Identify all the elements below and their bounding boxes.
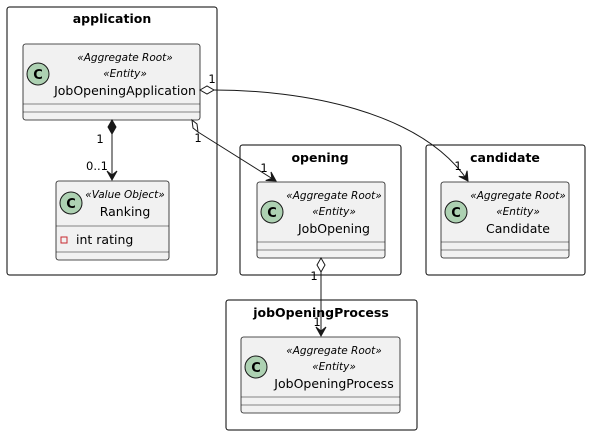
class-job-opening-application[interactable]: C «Aggregate Root» «Entity» JobOpeningAp…	[22, 43, 201, 121]
source-multiplicity: 1	[310, 269, 317, 283]
class-icon	[26, 62, 50, 86]
target-multiplicity: 1	[260, 161, 267, 175]
stereotype-label: «Entity»	[312, 206, 356, 218]
source-multiplicity: 1	[208, 72, 215, 86]
class-candidate[interactable]: C «Aggregate Root» «Entity» Candidate	[440, 181, 570, 259]
class-job-opening-process[interactable]: C «Aggregate Root» «Entity» JobOpeningPr…	[240, 336, 401, 414]
package-title: candidate	[470, 150, 540, 165]
attribute-int-rating: int rating	[76, 232, 133, 247]
target-multiplicity: 0..1	[86, 159, 108, 173]
class-icon-letter: C	[66, 197, 76, 212]
relation-application-ranking: 1 0..1	[86, 118, 118, 182]
class-name: Candidate	[486, 221, 550, 236]
association-line	[213, 89, 469, 182]
stereotype-label: «Aggregate Root»	[286, 345, 382, 357]
class-icon-letter: C	[451, 206, 461, 221]
relation-opening-process: 1 1	[310, 256, 327, 338]
class-job-opening[interactable]: C «Aggregate Root» «Entity» JobOpening	[256, 181, 386, 259]
class-name: Ranking	[100, 204, 151, 219]
stereotype-label: «Entity»	[312, 361, 356, 373]
composition-diamond-icon	[107, 118, 117, 136]
source-multiplicity: 1	[96, 132, 103, 146]
target-multiplicity: 1	[313, 315, 320, 329]
class-icon-letter: C	[267, 206, 277, 221]
class-icon-letter: C	[251, 361, 261, 376]
class-icon	[244, 355, 268, 379]
source-multiplicity: 1	[194, 131, 201, 145]
class-icon-letter: C	[33, 68, 43, 83]
stereotype-label: «Aggregate Root»	[470, 190, 566, 202]
target-multiplicity: 1	[454, 159, 461, 173]
relation-application-opening: 1 1	[191, 118, 277, 182]
aggregation-diamond-icon	[316, 256, 326, 274]
class-icon	[444, 200, 468, 224]
aggregation-diamond-icon	[198, 85, 216, 95]
relation-application-candidate: 1 1	[198, 72, 469, 182]
stereotype-label: «Value Object»	[85, 189, 164, 201]
class-ranking[interactable]: C «Value Object» Ranking int rating	[55, 180, 170, 261]
class-name: JobOpeningApplication	[53, 83, 196, 98]
private-attribute-icon	[60, 236, 68, 244]
stereotype-label: «Aggregate Root»	[77, 52, 173, 64]
class-icon	[260, 200, 284, 224]
stereotype-label: «Aggregate Root»	[286, 190, 382, 202]
class-name: JobOpening	[297, 221, 370, 236]
class-name: JobOpeningProcess	[273, 376, 393, 391]
aggregation-diamond-icon	[191, 118, 199, 134]
stereotype-label: «Entity»	[103, 68, 147, 80]
association-line	[197, 131, 277, 182]
package-title: application	[73, 11, 152, 26]
stereotype-label: «Entity»	[496, 206, 540, 218]
class-icon	[59, 191, 83, 215]
package-title: opening	[291, 150, 348, 165]
